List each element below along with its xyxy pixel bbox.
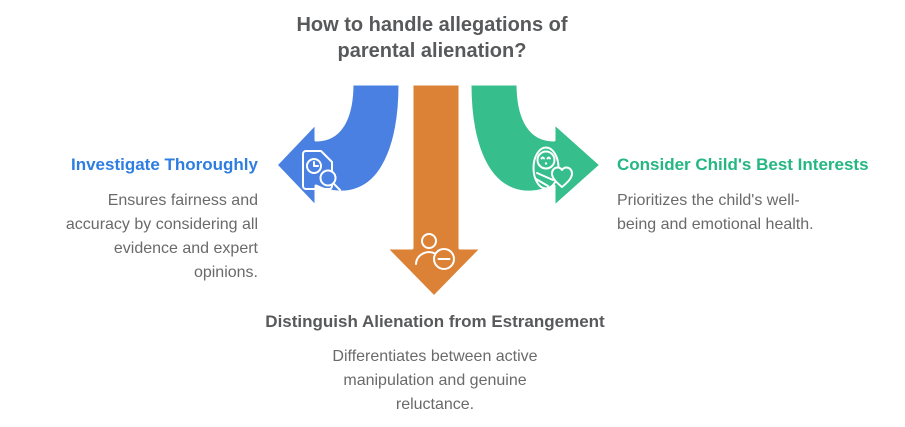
person-remove-icon xyxy=(415,233,455,270)
distinguish-arrow-shape xyxy=(384,82,484,299)
best-interests-description: Prioritizes the child's well- being and … xyxy=(617,192,814,233)
distinguish-description: Differentiates between active manipulati… xyxy=(332,348,538,413)
investigate-heading: Investigate Thoroughly xyxy=(70,155,258,174)
page-title: How to handle allegations of parental al… xyxy=(296,14,568,62)
best-interests-arrow xyxy=(468,82,603,209)
document-search-icon xyxy=(302,150,341,191)
investigate-arrow-shape xyxy=(274,82,402,209)
investigate-arrow xyxy=(274,82,402,209)
best-interests-section: Consider Child's Best Interests Prioriti… xyxy=(617,154,895,237)
distinguish-section: Distinguish Alienation from Estrangement… xyxy=(185,311,685,417)
investigate-description: Ensures fairness and accuracy by conside… xyxy=(65,192,258,281)
distinguish-heading: Distinguish Alienation from Estrangement xyxy=(265,312,605,331)
baby-heart-icon xyxy=(532,146,573,190)
investigate-section: Investigate Thoroughly Ensures fairness … xyxy=(0,154,258,285)
distinguish-arrow xyxy=(384,82,484,299)
best-interests-arrow-shape xyxy=(468,82,603,209)
best-interests-heading: Consider Child's Best Interests xyxy=(617,155,869,174)
